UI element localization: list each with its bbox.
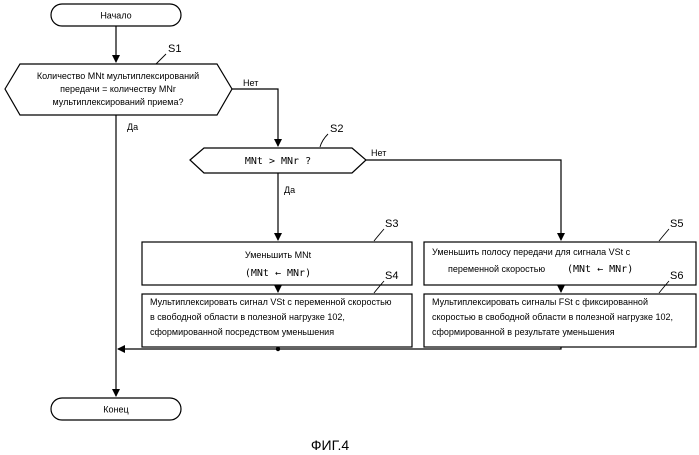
s3-line-2: (MNt ← MNr) [245, 268, 311, 279]
s6-line-1: Мультиплексировать сигналы FSt с фиксиро… [432, 297, 648, 307]
figure-caption: ФИГ.4 [311, 437, 349, 453]
s1-line-3: мультиплексирований приема? [52, 97, 183, 107]
s5-label-hook [659, 229, 669, 241]
s5-line-2: переменной скоростью [448, 264, 545, 274]
process-s6: Мультиплексировать сигналы FSt с фиксиро… [424, 294, 696, 347]
s2-step-label: S2 [330, 123, 343, 135]
s5-line-2b: (MNt ← MNr) [567, 264, 633, 275]
s4-step-label: S4 [385, 270, 398, 282]
s2-label-hook [320, 134, 328, 147]
s1-label-hook [156, 54, 166, 64]
s1-step-label: S1 [168, 43, 181, 55]
process-s4: Мультиплексировать сигнал VSt с переменн… [142, 294, 412, 347]
s1-no-label: Нет [243, 78, 258, 88]
s2-yes-label: Да [284, 185, 295, 195]
s1-line-1: Количество MNt мультиплексирований [37, 71, 199, 81]
s5-step-label: S5 [670, 218, 683, 230]
process-s5: Уменьшить полосу передачи для сигнала VS… [424, 242, 696, 285]
s4-line-3: сформированной посредством уменьшения [150, 327, 334, 337]
s2-no-label: Нет [371, 148, 386, 158]
s6-step-label: S6 [670, 270, 683, 282]
s3-label-hook [374, 229, 384, 241]
s3-line-1: Уменьшить MNt [245, 250, 312, 260]
s4-line-1: Мультиплексировать сигнал VSt с переменн… [150, 297, 392, 307]
decision-s2: MNt > MNr ? [190, 148, 366, 173]
process-s3: Уменьшить MNt (MNt ← MNr) [142, 242, 412, 285]
connector-s1-no [232, 89, 278, 146]
s6-line-3: сформированной в результате уменьшения [432, 327, 615, 337]
s5-line-1: Уменьшить полосу передачи для сигнала VS… [432, 247, 631, 257]
s1-yes-label: Да [127, 122, 138, 132]
end-label: Конец [103, 405, 128, 415]
s3-step-label: S3 [385, 218, 398, 230]
start-terminator: Начало [51, 4, 181, 26]
decision-s1: Количество MNt мультиплексирований перед… [5, 64, 232, 115]
s2-text: MNt > MNr ? [245, 156, 311, 167]
s1-line-2: передачи = количеству MNr [60, 84, 176, 94]
end-terminator: Конец [51, 398, 181, 420]
s6-line-2: скоростью в свободной области в полезной… [432, 312, 673, 322]
start-label: Начало [100, 11, 131, 21]
s4-line-2: в свободной области в полезной нагрузке … [150, 312, 345, 322]
